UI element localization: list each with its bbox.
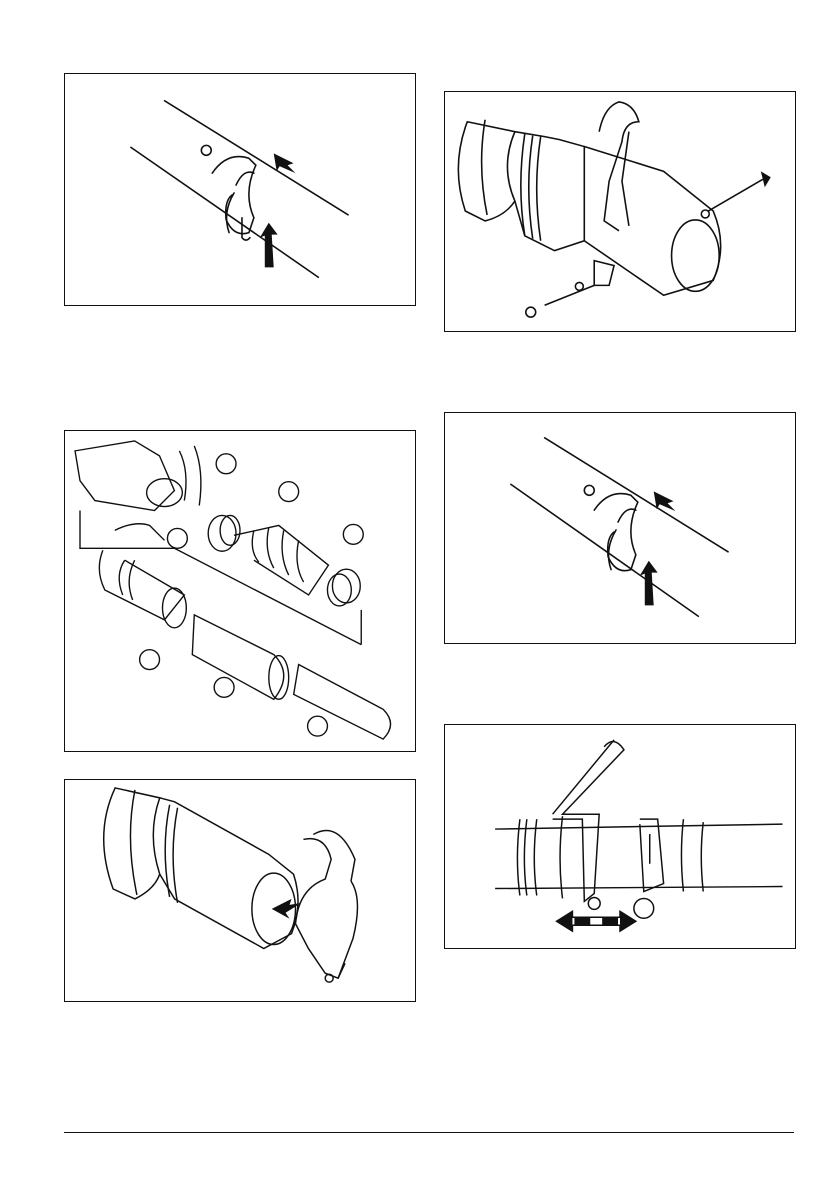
exploded-tube-assembly-icon xyxy=(65,431,415,751)
tube-with-handle-ring-icon xyxy=(445,413,795,643)
footer-rule xyxy=(64,1132,794,1133)
figure-tube-handle-ring-right xyxy=(444,412,796,644)
figure-tube-handle-ring-top-left xyxy=(64,73,416,306)
figure-handle-adjust xyxy=(444,724,796,949)
figure-handle-slide-into-tube xyxy=(64,779,416,1002)
handle-adjust-icon xyxy=(445,725,795,948)
figure-exploded-assembly xyxy=(64,430,416,752)
nozzle-mount-with-bolt-icon xyxy=(445,92,795,331)
handle-slide-into-tube-icon xyxy=(65,780,415,1001)
figure-nozzle-mount-bolt xyxy=(444,91,796,332)
tube-with-handle-ring-icon xyxy=(65,74,415,305)
footer-stub xyxy=(0,1186,120,1192)
